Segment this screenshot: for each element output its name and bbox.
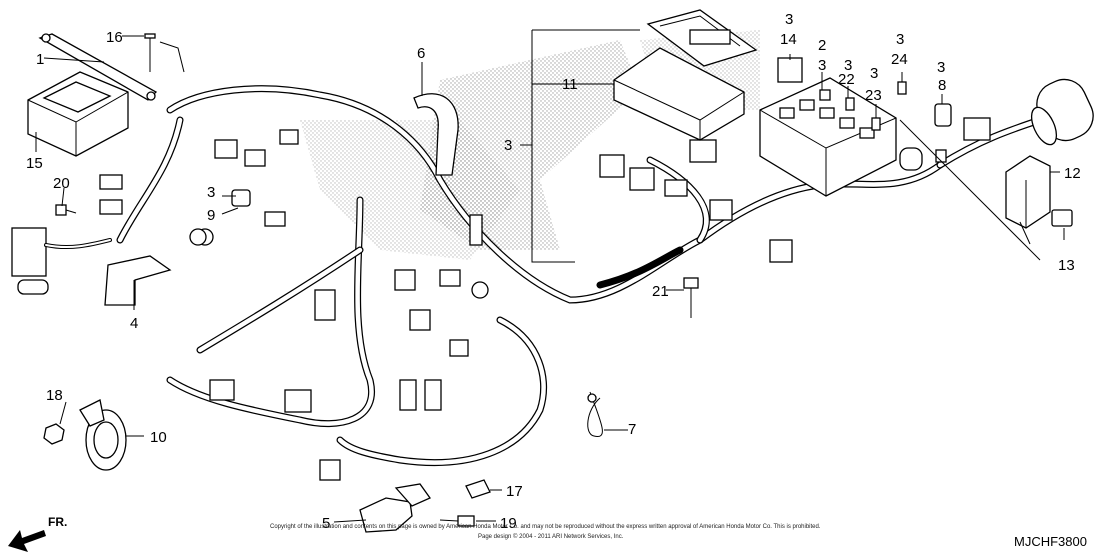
part-24-fuse[interactable] — [897, 81, 907, 95]
callout-24[interactable]: 24 — [891, 51, 908, 68]
part-21-bolt[interactable] — [683, 277, 699, 318]
callout-22[interactable]: 22 — [838, 71, 855, 88]
right-connectors[interactable] — [899, 117, 991, 171]
part-4-bracket[interactable] — [104, 255, 172, 306]
callout-10[interactable]: 10 — [150, 429, 167, 446]
part-17-clip[interactable] — [465, 479, 491, 499]
sensor-left[interactable] — [11, 227, 112, 295]
callout-19[interactable]: 19 — [500, 515, 517, 532]
diagram-code: MJCHF3800 — [1014, 534, 1087, 549]
callout-3[interactable]: 3 — [937, 59, 945, 76]
part-6-strap[interactable] — [413, 93, 459, 176]
callout-5[interactable]: 5 — [322, 515, 330, 532]
callout-3[interactable]: 3 — [207, 184, 215, 201]
part-22-fuse[interactable] — [845, 97, 855, 111]
part-15-control-unit[interactable] — [27, 71, 129, 157]
part-20-bolt[interactable] — [55, 204, 77, 216]
part-2-fuse[interactable] — [819, 89, 831, 101]
part-8-relay[interactable] — [934, 103, 952, 127]
callout-labels: 1 2 3 3 3 3 3 3 3 3 4 5 6 7 8 9 10 11 12… — [26, 11, 1081, 532]
fuse-box-top-cover[interactable] — [646, 9, 758, 67]
part-14-relay[interactable] — [777, 57, 803, 83]
part-1-bracket[interactable] — [38, 33, 158, 101]
callout-8[interactable]: 8 — [938, 77, 946, 94]
group-bracket-3 — [531, 30, 575, 263]
callout-3-group[interactable]: 3 — [504, 137, 512, 154]
part-23-fuse[interactable] — [871, 117, 881, 131]
part-13-clip[interactable] — [1051, 209, 1073, 227]
callout-21[interactable]: 21 — [652, 283, 669, 300]
part-5-bracket[interactable] — [359, 483, 431, 533]
callout-3[interactable]: 3 — [785, 11, 793, 28]
harness-connectors[interactable] — [99, 129, 793, 481]
part-12-relay[interactable] — [1005, 155, 1051, 245]
part-16-bolt[interactable] — [144, 33, 156, 72]
copyright-line-2: Page design © 2004 - 2011 ARI Network Se… — [478, 533, 624, 540]
callout-4[interactable]: 4 — [130, 315, 138, 332]
callout-14[interactable]: 14 — [780, 31, 797, 48]
direction-label: FR. — [48, 515, 67, 529]
callout-3[interactable]: 3 — [844, 57, 852, 74]
callout-17[interactable]: 17 — [506, 483, 523, 500]
callout-23[interactable]: 23 — [865, 87, 882, 104]
callout-3[interactable]: 3 — [818, 57, 826, 74]
part-7-band[interactable] — [587, 391, 603, 437]
part-11-fuse-box-cover[interactable] — [613, 47, 745, 141]
part-18-nut[interactable] — [43, 423, 65, 445]
callout-6[interactable]: 6 — [417, 45, 425, 62]
callout-12[interactable]: 12 — [1064, 165, 1081, 182]
callout-1[interactable]: 1 — [36, 51, 44, 68]
callout-13[interactable]: 13 — [1058, 257, 1075, 274]
callout-9[interactable]: 9 — [207, 207, 215, 224]
part-9-grommet[interactable] — [189, 189, 251, 246]
copyright-line-1: Copyright of the illustration and conten… — [270, 524, 821, 530]
callout-7[interactable]: 7 — [628, 421, 636, 438]
part-19-bolt[interactable] — [439, 515, 475, 527]
sensor-cylinder[interactable] — [1026, 72, 1100, 148]
callout-2[interactable]: 2 — [818, 37, 826, 54]
part-10-horn[interactable] — [79, 399, 127, 471]
callout-3[interactable]: 3 — [870, 65, 878, 82]
main-harness — [116, 85, 1044, 466]
callout-16[interactable]: 16 — [106, 29, 123, 46]
fuse-box[interactable] — [759, 77, 897, 197]
callout-20[interactable]: 20 — [53, 175, 70, 192]
callout-11[interactable]: 11 — [562, 76, 578, 93]
leader-lines — [35, 35, 1065, 523]
callout-3[interactable]: 3 — [896, 31, 904, 48]
callout-15[interactable]: 15 — [26, 155, 43, 172]
front-direction-arrow-icon: FR. — [8, 515, 67, 552]
callout-18[interactable]: 18 — [46, 387, 63, 404]
